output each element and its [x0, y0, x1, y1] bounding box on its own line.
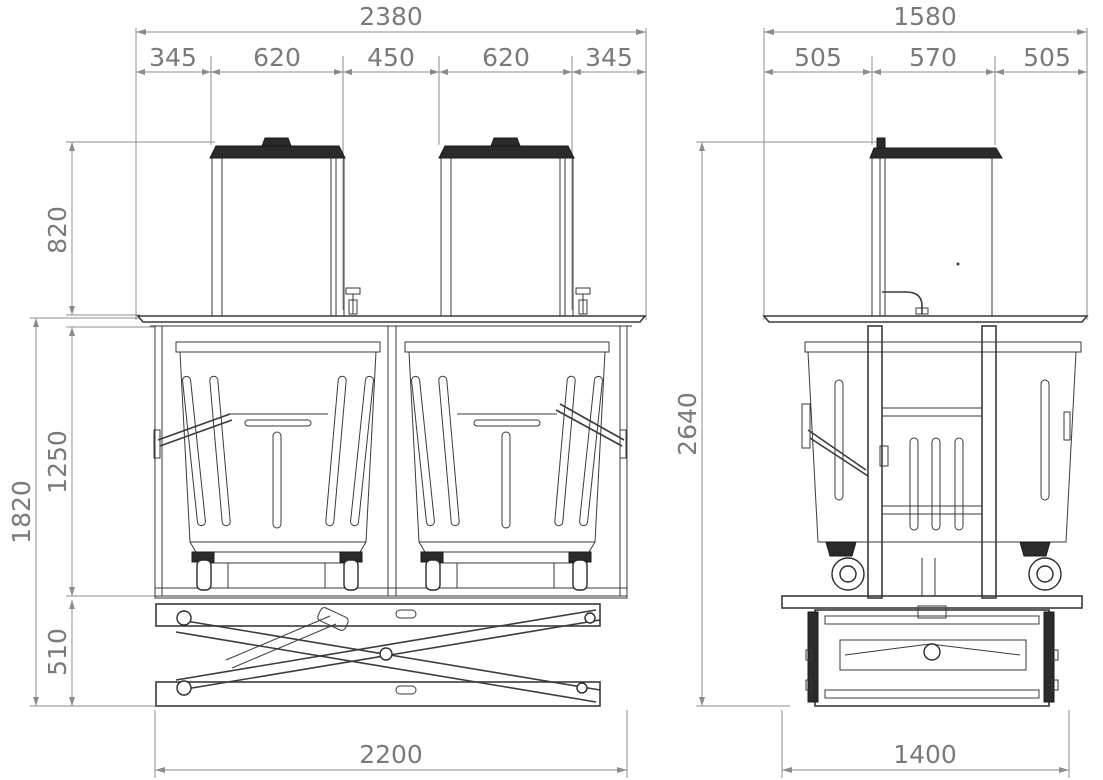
front-valve-right [575, 287, 591, 315]
side-lift-mechanism [805, 605, 1059, 707]
side-bin [869, 137, 1003, 317]
side-base-width-label: 1400 [893, 740, 957, 769]
front-view-dimensions: 2380 345 620 450 620 345 820 [7, 2, 647, 778]
front-overall-width-label: 2380 [359, 2, 423, 31]
front-segment-1-label: 345 [149, 43, 197, 72]
side-segment-1-label: 505 [794, 43, 842, 72]
front-segment-4-label: 620 [482, 43, 530, 72]
front-total-height-label: 1820 [7, 480, 36, 544]
side-overall-width-label: 1580 [893, 2, 957, 31]
side-segment-2-label: 570 [909, 43, 957, 72]
side-deck [762, 315, 1089, 323]
side-base-plate [781, 595, 1083, 609]
side-view-dimensions: 1580 505 570 505 2640 1400 [673, 2, 1088, 778]
front-bin-left [209, 137, 346, 317]
front-bin-height-label: 820 [43, 206, 72, 254]
front-segment-3-label: 450 [367, 43, 415, 72]
front-cart-right [404, 341, 625, 591]
side-ladder [867, 325, 997, 599]
front-view [136, 137, 647, 707]
front-scissor-lift [155, 603, 601, 707]
front-lift-height-label: 510 [43, 628, 72, 676]
side-view [762, 137, 1089, 707]
side-total-height-label: 2640 [673, 392, 702, 456]
front-frame [153, 325, 628, 599]
front-bin-right [438, 137, 575, 317]
front-segment-2-label: 620 [253, 43, 301, 72]
front-valve-left [345, 287, 361, 315]
front-cart-left [157, 341, 381, 591]
front-deck [136, 315, 647, 323]
front-frame-height-label: 1250 [43, 430, 72, 494]
front-segment-5-label: 345 [585, 43, 633, 72]
side-cart [801, 341, 1082, 591]
front-base-width-label: 2200 [359, 740, 423, 769]
side-segment-3-label: 505 [1023, 43, 1071, 72]
